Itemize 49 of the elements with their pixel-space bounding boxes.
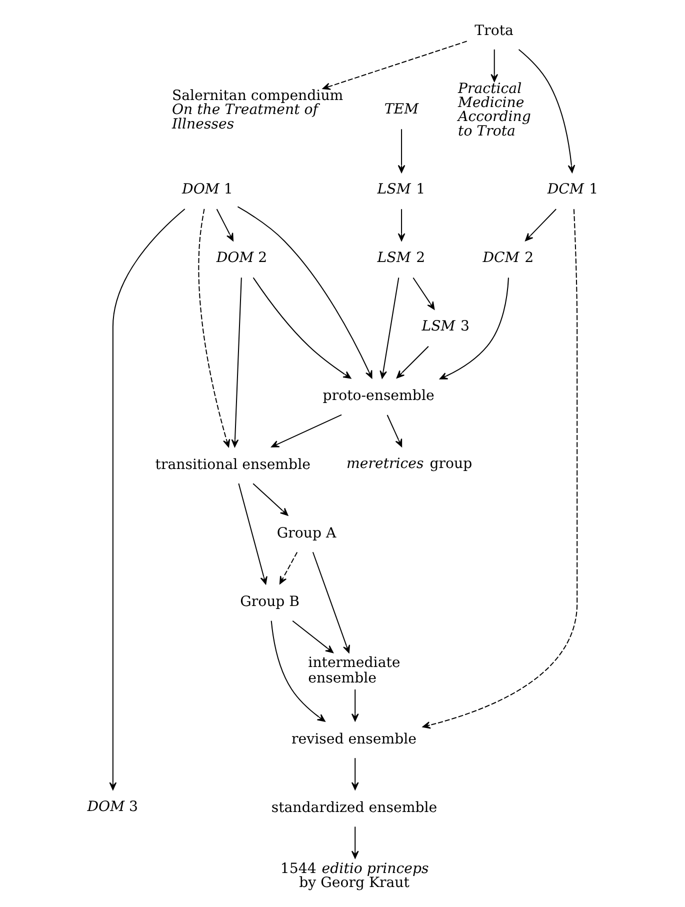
arrow [292, 620, 333, 653]
arrow [198, 208, 230, 447]
node-text: Trota [474, 22, 513, 38]
arrow [270, 620, 325, 722]
arrow [216, 208, 234, 241]
arrow [238, 482, 267, 584]
node-text: Group B [240, 594, 300, 610]
arrow [397, 208, 405, 241]
arrow [230, 277, 242, 447]
arrow [236, 206, 372, 378]
node-text: TEM [384, 101, 418, 118]
node-text: 1544 editio princeps by Georg Kraut [280, 860, 428, 891]
arrow [252, 482, 288, 516]
node-text: standardized ensemble [270, 799, 437, 816]
node-text: revised ensemble [291, 730, 416, 747]
node-text: Practical Medicine According to Trota [458, 80, 530, 139]
arrow [350, 688, 358, 721]
node-text: DOM 2 [216, 249, 267, 266]
arrow [518, 48, 575, 172]
node-text: intermediate ensemble [308, 654, 400, 686]
arrow [422, 208, 578, 728]
arrow [312, 551, 350, 653]
arrow [322, 40, 466, 90]
node-text: Salernitan compendium On the Treatment of Illnesses [171, 88, 343, 132]
node-text: LSM 2 [376, 249, 425, 266]
node-text: proto-ensemble [322, 388, 434, 404]
arrow [270, 414, 342, 447]
arrow [412, 276, 434, 310]
node-text: DOM 3 [86, 798, 138, 814]
node-text: DCM 1 [546, 180, 598, 197]
arrow [350, 758, 358, 790]
arrow [396, 346, 428, 378]
node-text: DCM 2 [482, 249, 534, 266]
node-text: Group A [276, 524, 336, 541]
node-text: transitional ensemble [154, 456, 310, 472]
arrow [252, 276, 351, 378]
node-text: LSM 3 [421, 318, 469, 334]
arrow [397, 128, 405, 172]
node-text: LSM 1 [376, 180, 425, 197]
arrow [386, 414, 402, 446]
arrow [278, 551, 298, 584]
arrow [108, 208, 185, 790]
arrow [439, 277, 508, 379]
arrow [490, 48, 498, 82]
arrow [524, 208, 556, 241]
arrow [379, 277, 399, 378]
arrow [350, 826, 358, 858]
node-text: DOM 1 [182, 180, 232, 197]
node-text: meretrices group [346, 455, 472, 472]
